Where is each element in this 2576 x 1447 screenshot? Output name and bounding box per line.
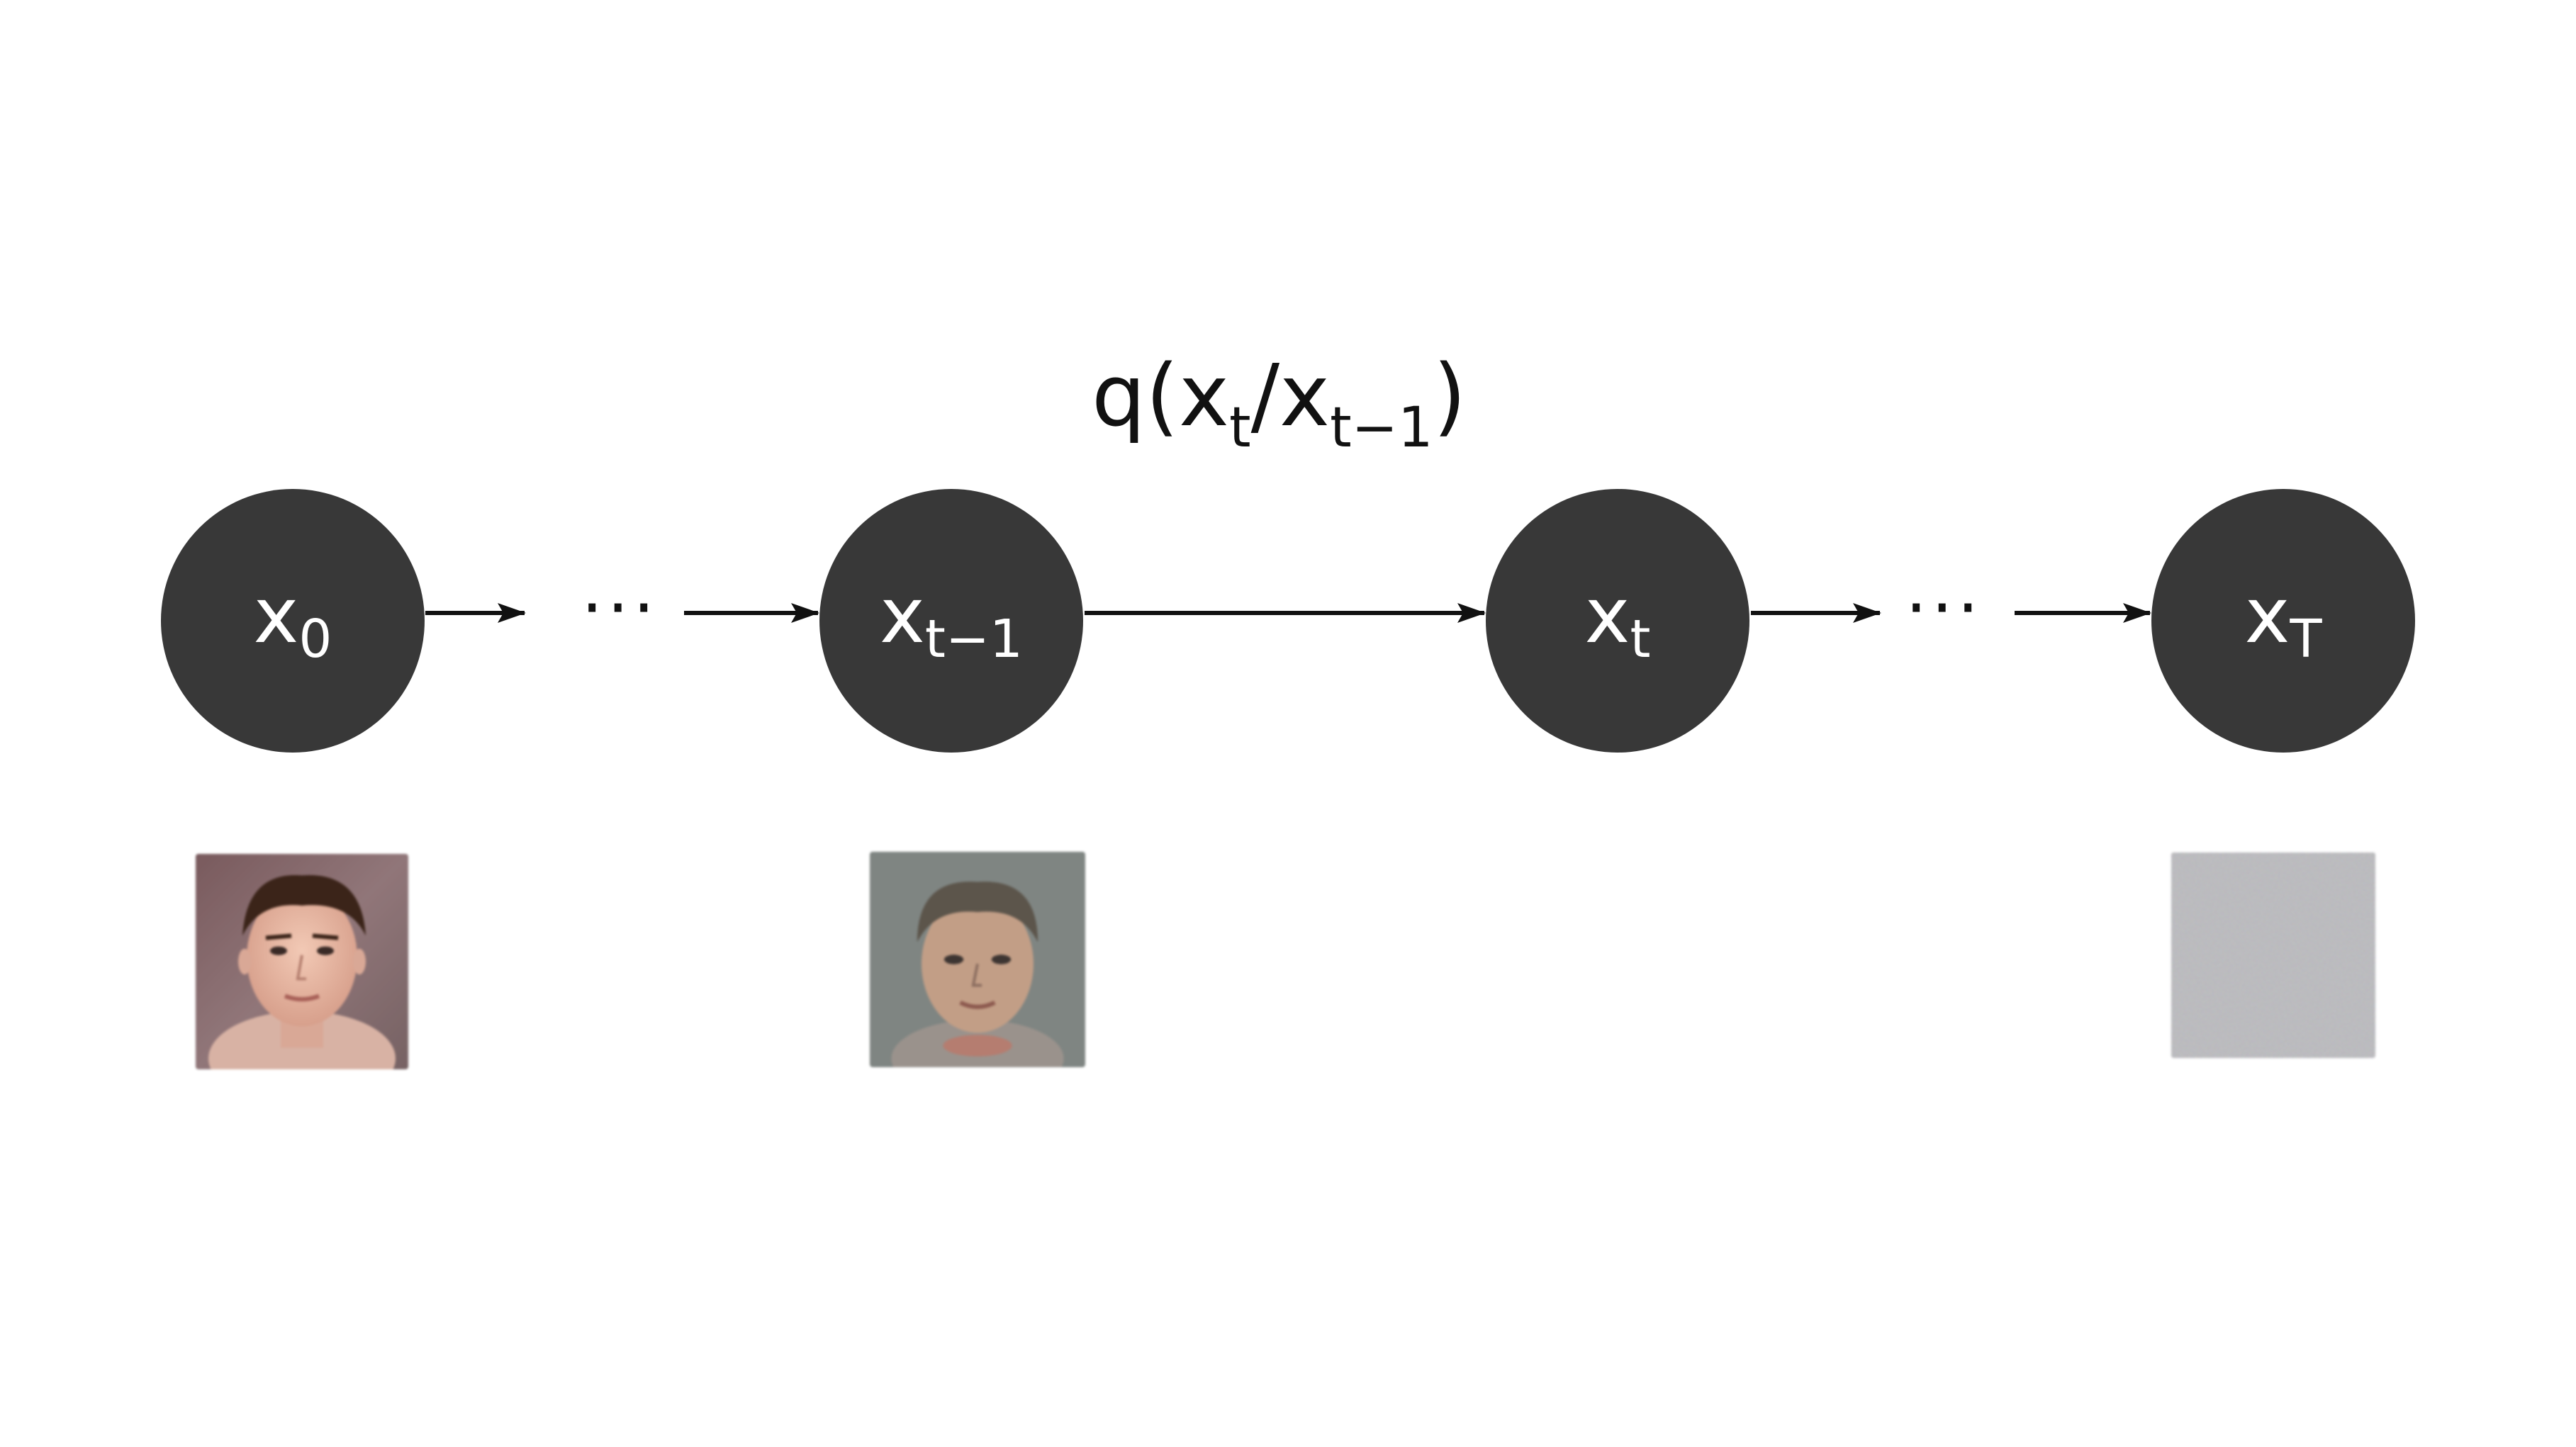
image-xT-noise [2171,852,2375,1058]
ellipsis-1: ··· [581,568,659,648]
transition-suffix: ) [1433,347,1467,446]
node-xT-sub: T [2290,609,2322,670]
image-x0-face [196,854,408,1069]
image-xt-minus-1-noisy-face [870,852,1085,1067]
transition-prefix: q(x [1092,347,1230,446]
node-xt-base: x [1584,572,1630,660]
node-xT-base: x [2244,572,2290,660]
transition-sub-1: t [1229,396,1251,460]
node-xt-sub: t [1630,609,1651,670]
transition-mid: /x [1250,347,1331,446]
node-x0-sub: 0 [298,609,332,670]
transition-sub-2: t−1 [1330,396,1433,460]
node-xt-minus-1-sub: t−1 [924,609,1024,670]
ellipsis-2: ··· [1905,568,1983,648]
node-x0-base: x [253,572,299,660]
node-xt-minus-1-base: x [879,572,925,660]
transition-label-q: q(xt/xt−1) [1092,354,1466,456]
